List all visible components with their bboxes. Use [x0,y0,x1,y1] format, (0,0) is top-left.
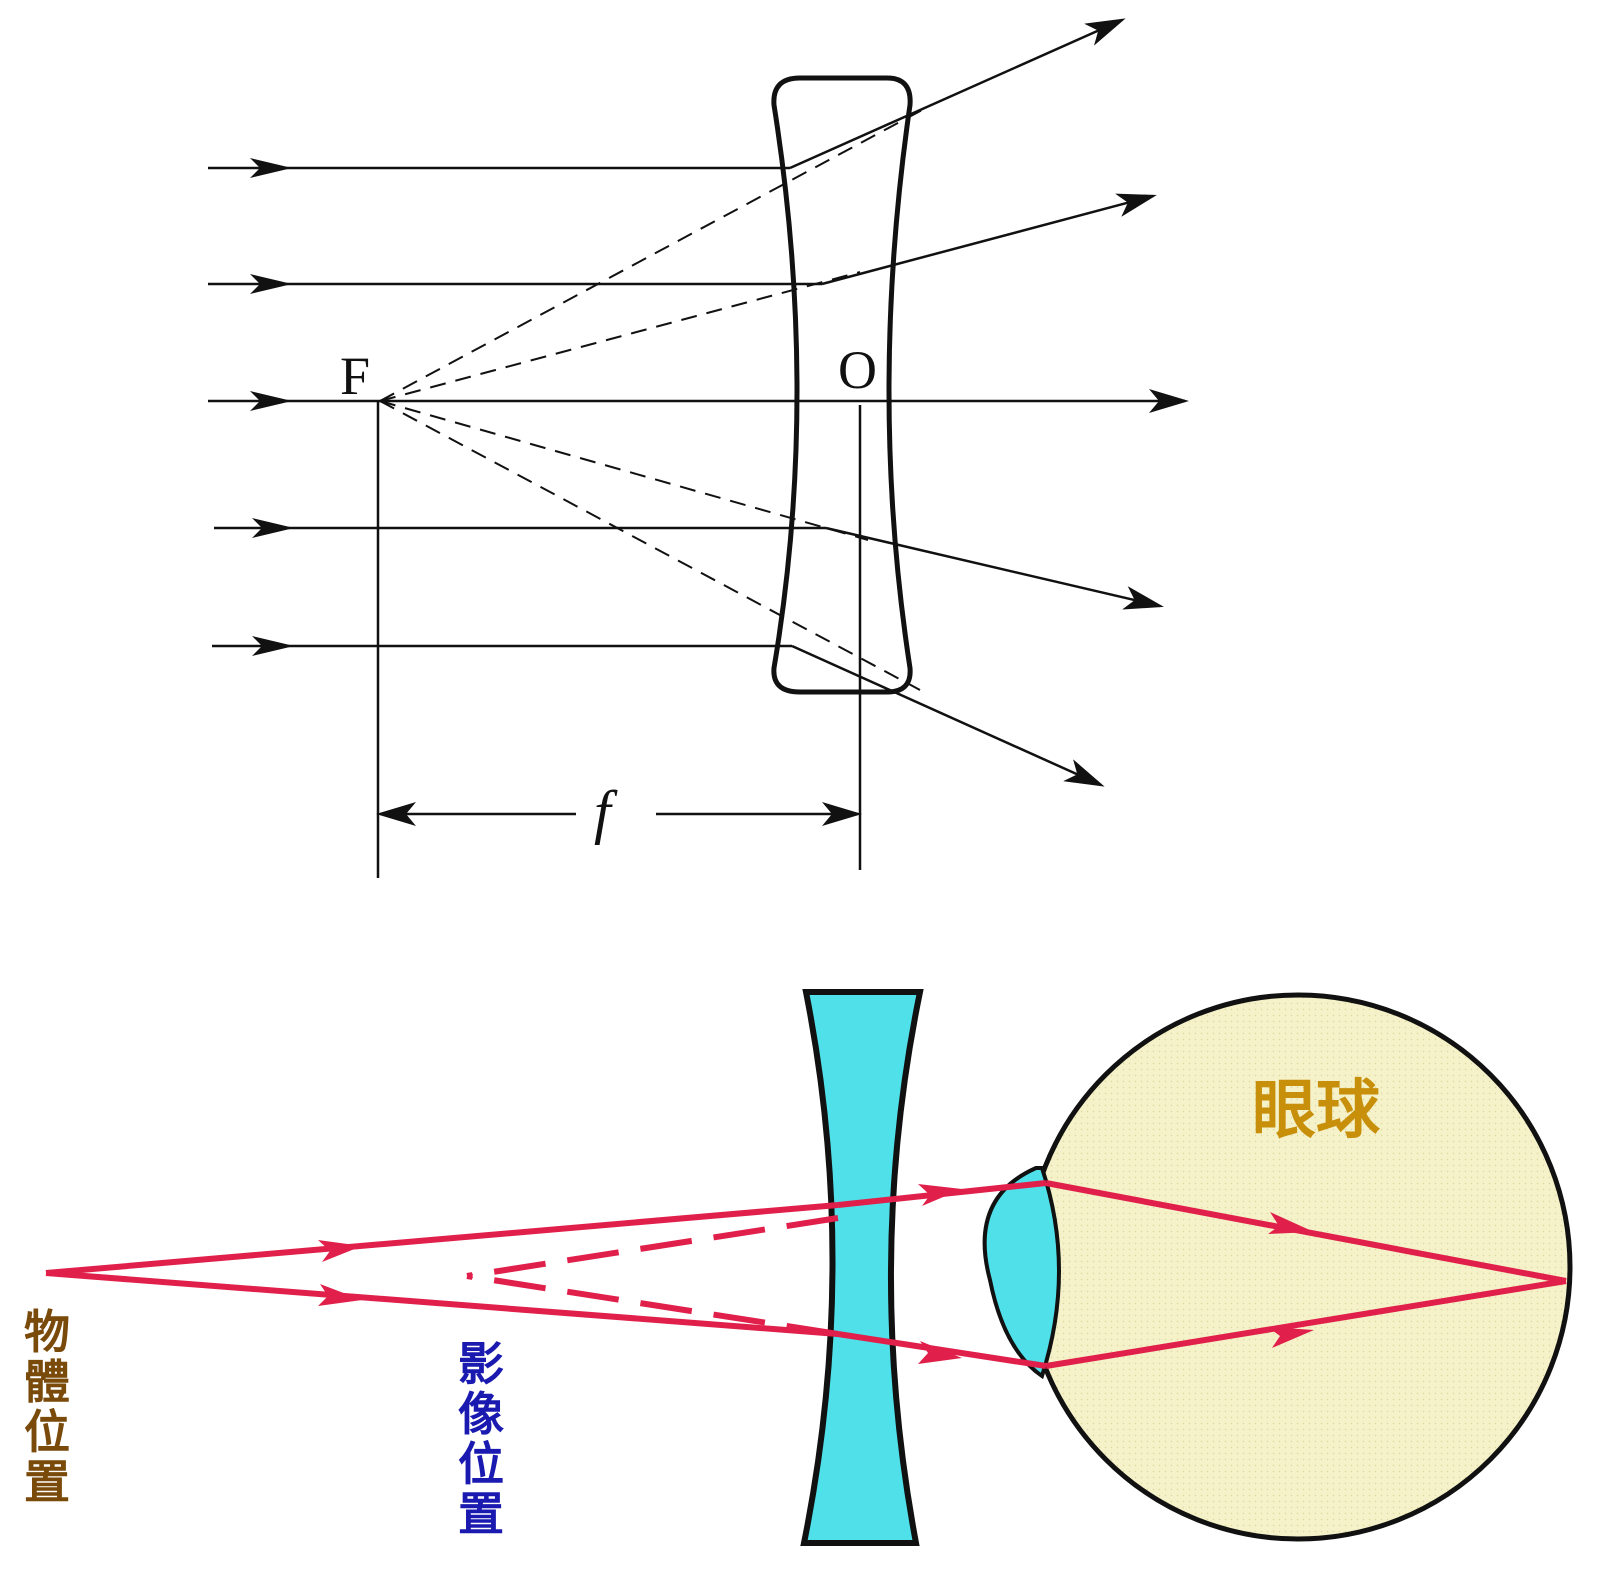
image-label-char: 像 [458,1389,504,1440]
dashed-extension-4 [379,400,869,541]
refracted-ray-4 [825,526,1164,610]
dashed-extension-2 [379,271,861,402]
incident-arrowheads [250,158,294,656]
refracted-ray-5 [791,644,1105,787]
arrowhead [252,518,294,538]
focal-length-label: f [594,779,618,845]
image-label-char: 置 [458,1489,504,1540]
retina-ray-arrowheads [1268,1212,1314,1348]
red-arrowhead [918,1184,962,1206]
dashed-image-ray-upper [466,1215,839,1279]
focal-point-label: F [340,346,370,406]
retina-ray-lower [1045,1278,1567,1369]
image-position-label: 影 像 位 置 [458,1339,504,1540]
object-rays [45,1202,839,1337]
top-ray-diagram: F O f [208,18,1189,878]
object-label-char: 位 [24,1407,70,1458]
lens-ray-arrowheads [918,1184,962,1364]
bottom-eye-diagram: 物 體 位 置 影 像 位 置 眼球 [24,989,1573,1546]
refracted-ray-1 [789,18,1126,170]
image-label-char: 位 [458,1439,504,1490]
object-label-char: 置 [24,1457,70,1508]
refracted-ray-2 [821,193,1157,286]
dashed-image-ray-lower [466,1273,839,1337]
red-arrowhead [1268,1212,1314,1234]
red-arrowhead [918,1341,962,1364]
virtual-extensions [379,109,923,691]
red-arrowhead [1268,1327,1314,1348]
optical-center-label: O [838,340,877,400]
object-label-char: 體 [24,1357,70,1408]
incident-rays [208,166,826,648]
arrowhead [250,158,292,178]
concave-corrective-lens [800,989,924,1546]
arrowhead [250,274,292,294]
eye-crystalline-lens [982,1166,1061,1380]
refracted-rays [789,18,1164,787]
object-ray-arrowheads [318,1240,362,1306]
object-ray-lower [45,1270,839,1337]
eyeball-label: 眼球 [1252,1074,1381,1148]
virtual-image-extensions [466,1215,839,1337]
object-ray-upper [45,1202,839,1276]
object-label-char: 物 [24,1307,70,1358]
arrowhead [252,636,294,656]
object-position-label: 物 體 位 置 [24,1307,70,1508]
image-label-char: 影 [458,1339,504,1390]
red-arrowhead [318,1284,362,1306]
red-arrowhead [318,1240,362,1262]
